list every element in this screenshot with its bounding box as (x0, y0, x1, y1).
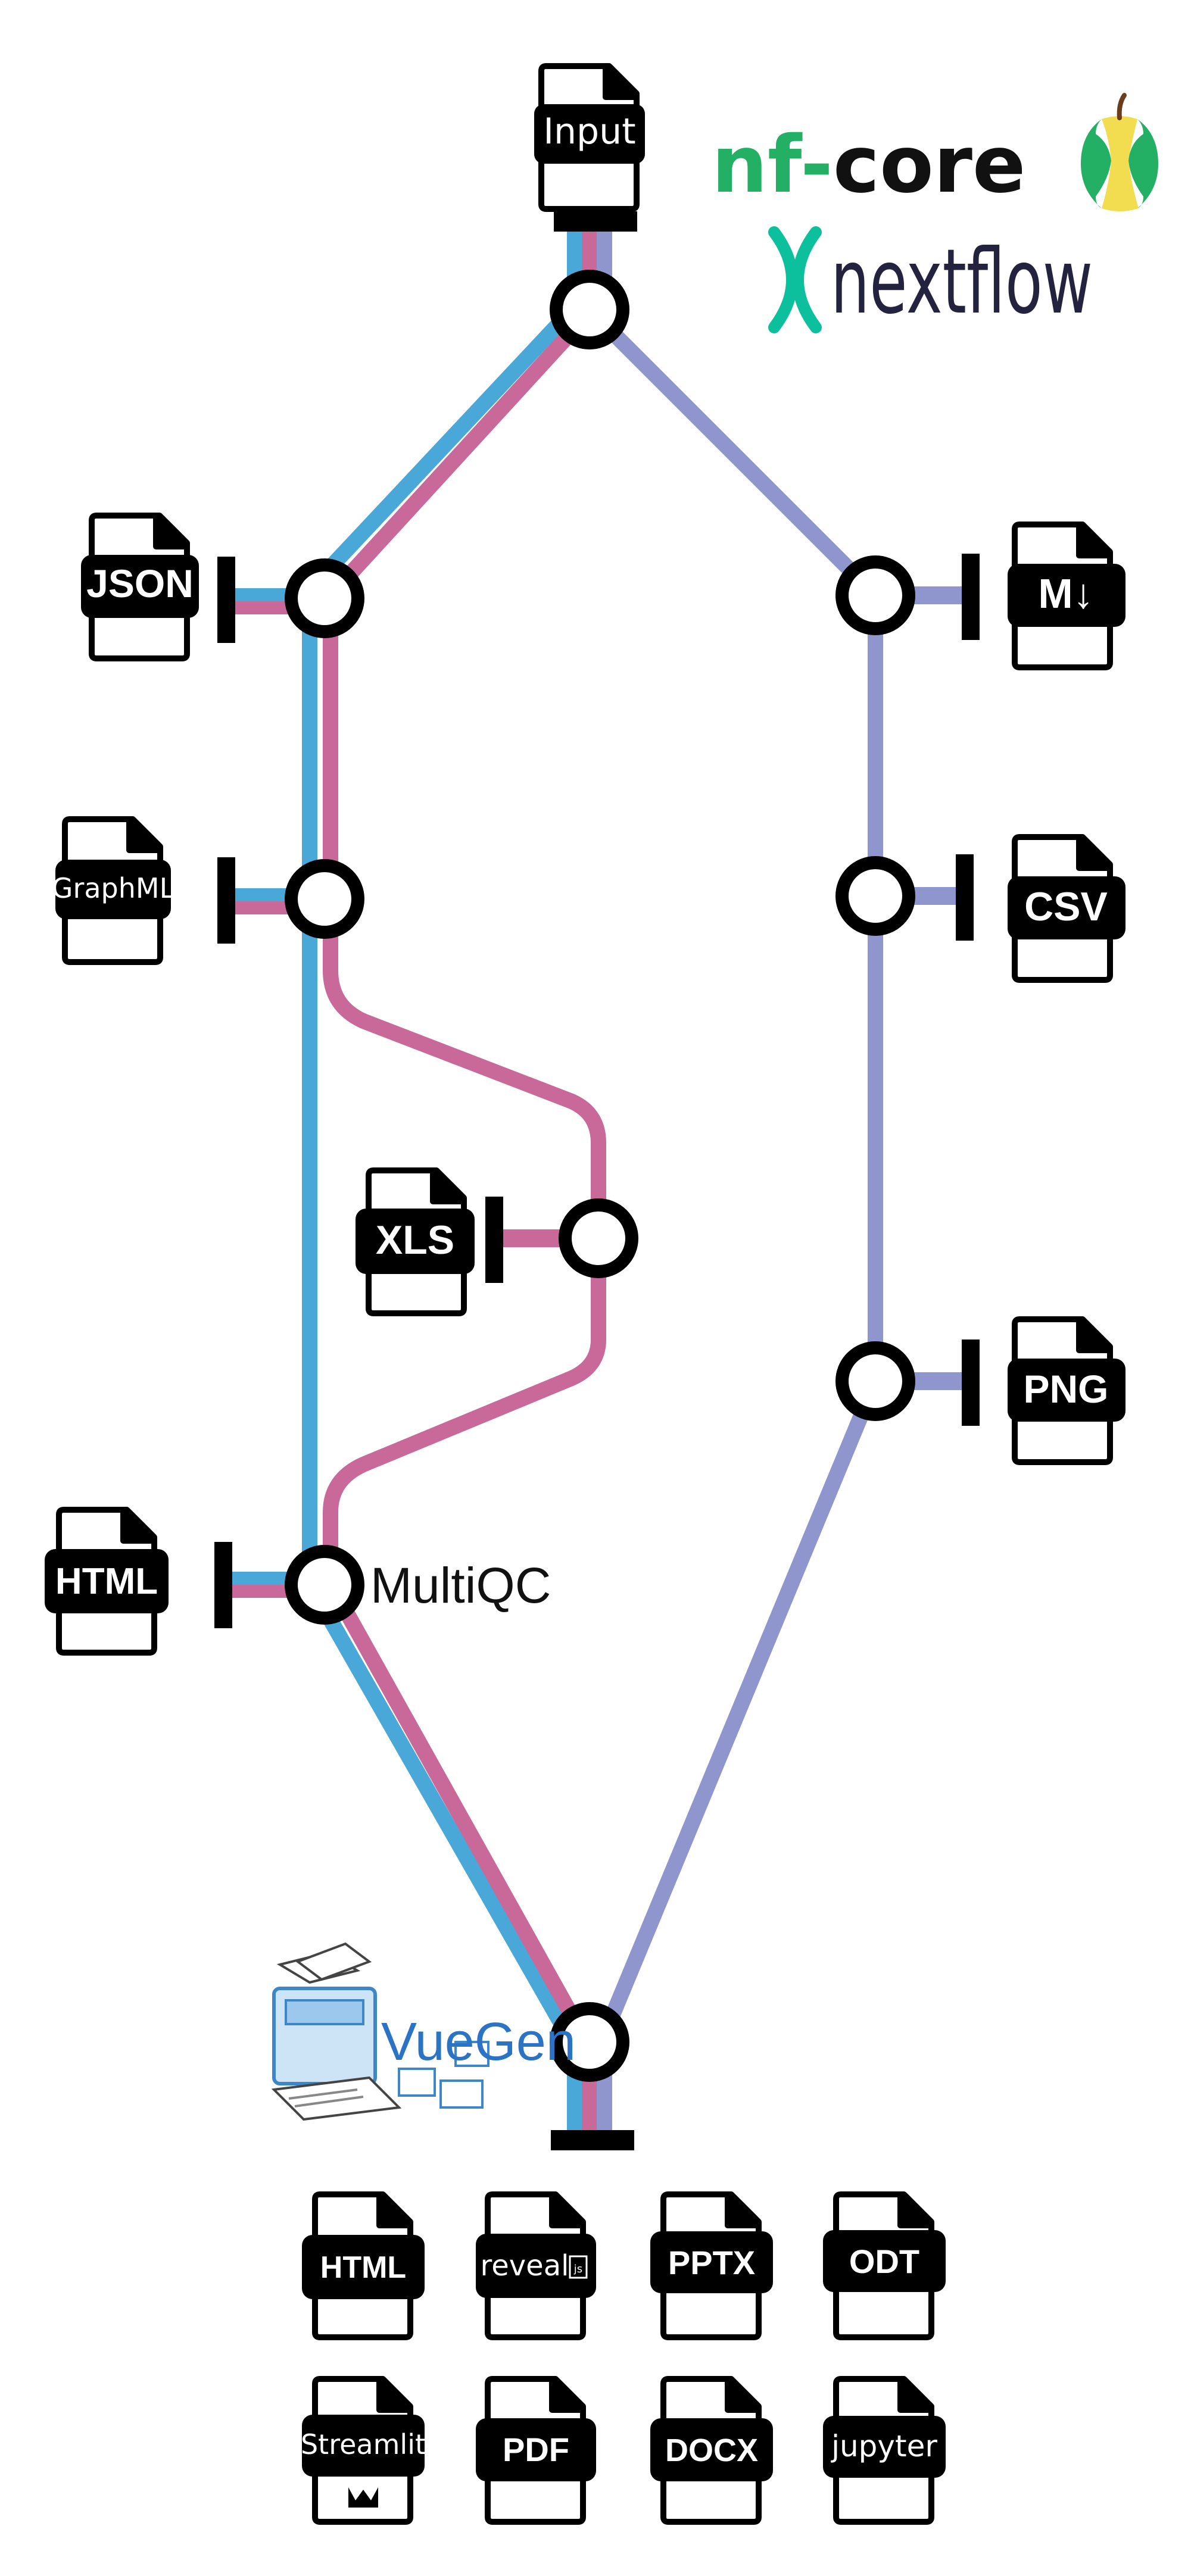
format-html: HTML (302, 2194, 425, 2337)
format-docx-label: DOCX (665, 2433, 758, 2468)
format-html-label: HTML (320, 2250, 406, 2285)
format-jupyter: jupyter (823, 2379, 946, 2522)
nf-core-prefix: nf (712, 119, 803, 211)
doc-graphml: GraphML (52, 819, 175, 962)
terminus-output (551, 2130, 634, 2150)
station-vuegen (550, 2002, 629, 2082)
format-streamlit: Streamlit (301, 2379, 426, 2522)
terminus-csv (956, 854, 974, 941)
station-png (835, 1341, 915, 1421)
doc-xls: XLS (356, 1170, 475, 1313)
station-csv (835, 856, 915, 936)
vuegen-text: VueGen (381, 2012, 576, 2072)
doc-markdown: M↓ (1008, 524, 1125, 667)
format-pptx: PPTX (650, 2194, 773, 2337)
doc-graphml-label: GraphML (52, 872, 175, 904)
js-badge-icon (569, 2255, 588, 2279)
format-odt-label: ODT (849, 2243, 919, 2280)
stations (285, 270, 915, 2082)
doc-json-label: JSON (86, 561, 194, 605)
format-pdf-label: PDF (503, 2431, 569, 2468)
station-multiqc (285, 1545, 364, 1625)
station-xls (559, 1198, 638, 1278)
terminus-markdown (962, 554, 980, 640)
doc-markdown-label: M↓ (1038, 570, 1093, 617)
doc-html: HTML (45, 1510, 169, 1653)
format-reveal-label: reveal (481, 2249, 569, 2283)
nextflow-logo: nextflow (768, 226, 1093, 334)
format-pptx-label: PPTX (668, 2244, 755, 2281)
apple-core-icon (1081, 93, 1158, 211)
doc-xls-label: XLS (376, 1217, 454, 1263)
doc-png: PNG (1008, 1319, 1125, 1462)
nf-core-dash: - (800, 119, 833, 211)
metro-lines (229, 229, 971, 2137)
nf-core-suffix: core (833, 119, 1026, 211)
station-input (550, 270, 629, 349)
station-markdown (835, 555, 915, 635)
format-docx: DOCX (650, 2379, 773, 2522)
terminus-graphml (217, 857, 235, 944)
vuegen-logo: VueGen (271, 1942, 576, 2121)
nf-core-logo: nf-core (712, 93, 1158, 211)
terminus-input (554, 211, 637, 232)
terminus-bars (214, 211, 980, 2150)
doc-png-label: PNG (1023, 1367, 1108, 1411)
line-purple-right-branch (584, 304, 883, 2045)
format-reveal-suffix: js (573, 2263, 582, 2275)
nf-core-text: nf-core (712, 119, 1025, 211)
nextflow-text: nextflow (831, 230, 1093, 334)
station-label-multiqc: MultiQC (370, 1557, 551, 1613)
format-jupyter-label: jupyter (831, 2429, 937, 2463)
terminus-html (214, 1542, 232, 1628)
line-blue-left-branch (302, 298, 584, 2046)
station-graphml (285, 859, 364, 939)
nextflow-mark-icon (768, 226, 822, 333)
vuegen-machine-icon (271, 1942, 490, 2121)
terminus-png (962, 1339, 980, 1426)
format-reveal: reveal js (476, 2194, 596, 2337)
terminus-xls (485, 1197, 503, 1283)
doc-csv-label: CSV (1024, 884, 1108, 929)
doc-input-label: Input (543, 111, 635, 152)
report-formats: HTML reveal js PPTX ODT Streamlit (301, 2194, 946, 2522)
format-streamlit-label: Streamlit (301, 2428, 426, 2461)
doc-json: JSON (81, 516, 199, 658)
terminus-json (217, 557, 235, 643)
doc-input: Input (534, 66, 645, 209)
doc-csv: CSV (1008, 837, 1125, 980)
format-pdf: PDF (476, 2379, 596, 2522)
station-json (285, 558, 364, 638)
format-odt: ODT (823, 2194, 946, 2337)
doc-html-label: HTML (55, 1561, 158, 1602)
crown-icon (348, 2487, 378, 2508)
